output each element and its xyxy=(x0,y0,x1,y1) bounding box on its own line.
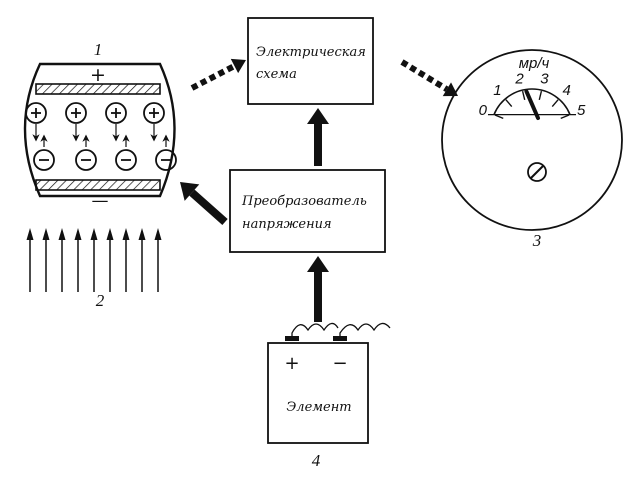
radiation-arrow xyxy=(106,228,114,292)
chamber-plus-sign: + xyxy=(90,64,106,86)
converter-to-circuit-arrow xyxy=(307,108,329,166)
ion-drift-arrows xyxy=(32,124,170,147)
positive-ion xyxy=(25,102,47,124)
chamber-minus-sign: — xyxy=(92,191,109,211)
radiation-arrow xyxy=(74,228,82,292)
meter-unit-label: мр/ч xyxy=(519,55,550,72)
negative-ion xyxy=(155,149,177,171)
negative-ion xyxy=(115,149,137,171)
meter-tick xyxy=(521,90,526,101)
meter-number: 3 xyxy=(532,231,542,250)
battery-element: + − Элемент xyxy=(267,322,391,444)
radiation-arrow xyxy=(42,228,50,292)
meter-tick xyxy=(551,99,559,107)
meter-tick-label: 4 xyxy=(562,82,570,99)
battery-minus-sign: − xyxy=(332,353,347,374)
chamber-to-circuit-arrow xyxy=(190,58,246,91)
radiation-arrow xyxy=(138,228,146,292)
circuit-to-meter-arrow xyxy=(400,59,458,97)
radiation-number: 2 xyxy=(96,291,105,310)
positive-plate xyxy=(35,83,161,95)
converter-to-chamber-arrow xyxy=(180,182,228,225)
radiation-arrow xyxy=(122,228,130,292)
battery-label: Элемент xyxy=(286,400,351,415)
battery-terminal-minus xyxy=(333,336,347,341)
meter-scale-arc xyxy=(493,88,571,115)
battery-plus-sign: + xyxy=(284,353,299,374)
radiation-arrow xyxy=(58,228,66,292)
battery-lead-wires xyxy=(291,322,391,339)
negative-ion xyxy=(75,149,97,171)
meter-tick-label: 5 xyxy=(577,102,586,119)
meter-needle xyxy=(524,89,540,120)
negative-ion xyxy=(33,149,55,171)
voltage-converter-box: Преобразователь напряжения xyxy=(229,169,386,253)
chamber-number: 1 xyxy=(94,40,103,59)
meter-tick-label: 2 xyxy=(514,70,524,87)
battery-terminal-plus xyxy=(285,336,299,341)
positive-ion xyxy=(143,102,165,124)
radiation-arrow xyxy=(26,228,34,292)
battery-to-converter-arrow xyxy=(307,256,329,322)
voltage-converter-label-line2: напряжения xyxy=(242,217,332,232)
battery-body xyxy=(267,342,369,444)
radiation-arrow xyxy=(154,228,162,292)
meter-tick xyxy=(538,90,543,101)
chamber-body xyxy=(23,62,176,198)
zero-adjust-screw xyxy=(527,162,547,182)
electric-circuit-label-line2: схема xyxy=(256,67,297,82)
ionization-chamber: 1 + — xyxy=(23,40,177,211)
meter-tick-label: 1 xyxy=(493,82,501,99)
positive-ion xyxy=(105,102,127,124)
meter-case xyxy=(441,49,623,231)
negative-plate xyxy=(35,179,161,191)
meter-tick xyxy=(560,114,570,120)
meter-tick xyxy=(505,99,513,107)
meter-tick-label: 3 xyxy=(540,70,549,87)
positive-ions xyxy=(25,102,165,124)
meter-tick-label: 0 xyxy=(479,102,488,119)
positive-ion xyxy=(65,102,87,124)
signal-flow-arrows xyxy=(180,58,458,322)
electric-circuit-label-line1: Электрическая xyxy=(256,45,366,60)
meter-tick xyxy=(494,114,504,120)
voltage-converter-label-line1: Преобразователь xyxy=(241,194,367,209)
incident-radiation-arrows xyxy=(26,228,162,292)
radiation-arrow xyxy=(90,228,98,292)
battery-number: 4 xyxy=(312,451,321,470)
negative-ions xyxy=(33,149,177,171)
electric-circuit-box: Электрическая схема xyxy=(247,17,374,105)
